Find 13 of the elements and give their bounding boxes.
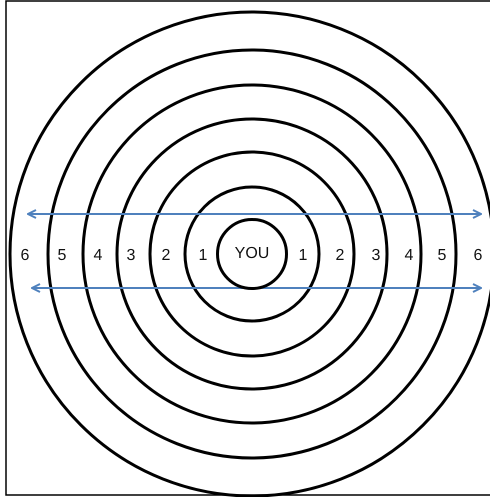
ring-number: 6: [474, 248, 482, 264]
ring-number: 1: [198, 248, 208, 264]
ring-number: 5: [58, 248, 66, 264]
center-label: YOU: [234, 245, 270, 263]
ring-number: 4: [94, 248, 102, 264]
ring-number: 4: [404, 248, 414, 264]
ring-number: 5: [438, 248, 446, 264]
ring-number: 2: [336, 248, 344, 264]
ring-number: 3: [126, 248, 136, 264]
ring-number: 3: [372, 248, 380, 264]
ring-number: 6: [20, 248, 30, 264]
ring-number: 1: [298, 248, 308, 264]
ring-number: 2: [162, 248, 170, 264]
